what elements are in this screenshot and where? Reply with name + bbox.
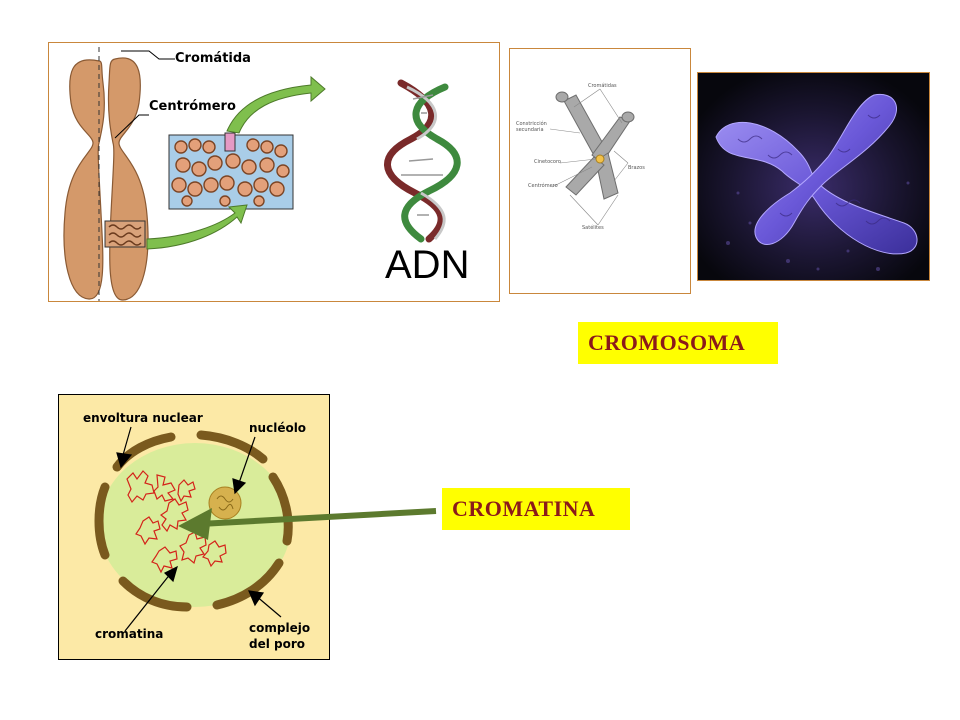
centromere-pointer [114,114,149,139]
chromosome-schematic-panel: Cromátidas Constricción secundaria Cinet… [509,48,691,294]
dna-helix [384,79,461,243]
chromosome-panel: Cromátida Centrómero ADN [48,42,500,302]
centromere-dot [595,154,605,164]
pore-pointer-head [248,590,265,607]
label-chromatids: Cromátidas [588,83,617,89]
zoom-arrow-lower [146,204,248,250]
chromatin-tag: CROMATINA [442,488,630,530]
left-chromatid [63,59,105,300]
label-arms: Brazos [628,165,645,171]
envelope-pointer-head [116,452,133,469]
label-secondary-constriction: Constricción secundaria [516,121,547,133]
nucleus-panel: envoltura nuclear nucléolo cromatina com… [58,394,330,660]
label-satellites: Satélites [582,225,604,231]
label-nuclear-envelope: envoltura nuclear [83,411,203,425]
nucleolus-pointer-head [232,478,247,495]
chromosome-illustration [63,47,461,301]
chromatid-pointer [121,50,175,60]
label-pore-complex-line1: complejo [249,621,311,635]
chromosome-tag: CROMOSOMA [578,322,778,364]
zoom-highlight [224,132,236,152]
label-chromatid: Cromátida [175,51,251,66]
label-nucleolus: nucléolo [249,421,307,435]
label-kinetochore: Cinetocoro [534,159,561,165]
chromatid-two [754,93,897,246]
chromosome-micrograph [698,73,929,280]
zoom-arrow-upper [226,75,326,134]
chromatin-pointer-head [163,565,178,583]
label-centromere: Centrómero [149,99,236,114]
chromosome-schematic [549,88,635,226]
right-chromatid [107,57,149,301]
label-dna: ADN [385,243,470,287]
chromosome-micrograph-panel [697,72,930,281]
nucleus-illustration [94,426,293,632]
label-pore-complex-line2: del poro [249,637,306,651]
label-centromere-small: Centrómero [528,183,558,189]
label-chromatin: cromatina [95,627,164,641]
